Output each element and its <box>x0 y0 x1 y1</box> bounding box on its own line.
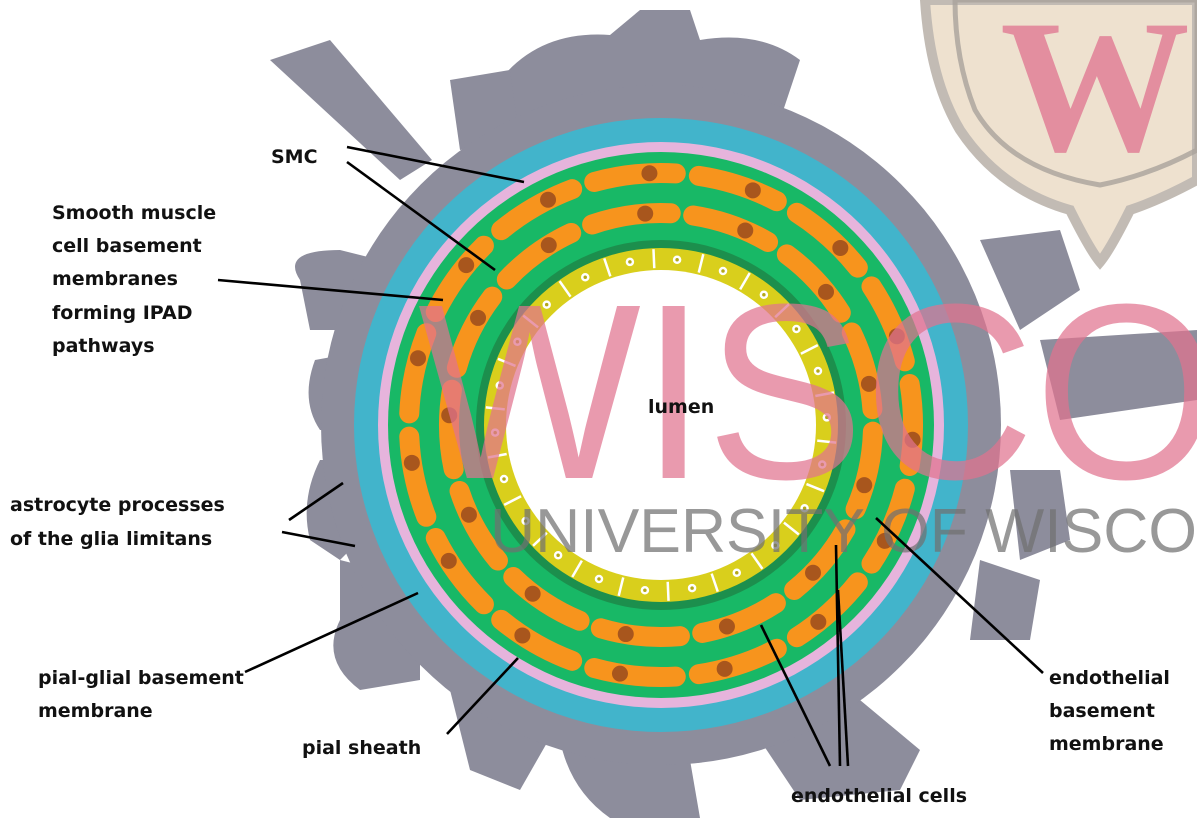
svg-text:basement: basement <box>1049 700 1155 722</box>
smc-nucleus <box>641 165 657 181</box>
svg-text:endothelial: endothelial <box>1049 667 1170 689</box>
watermark-subtitle: UNIVERSITY OF WISCO <box>490 497 1197 566</box>
smc-nucleus <box>637 206 653 222</box>
smc-nucleus <box>737 222 753 238</box>
smc-nucleus <box>525 586 541 602</box>
smc-nucleus <box>441 553 457 569</box>
label-pial-sheath: pial sheath <box>302 737 421 759</box>
label-smooth-muscle-bm: Smooth muscle cell basement membranes fo… <box>52 202 216 357</box>
smooth-muscle-cell <box>601 628 680 637</box>
smooth-muscle-cell <box>594 668 676 677</box>
svg-text:membrane: membrane <box>1049 733 1164 755</box>
label-pial-glial-bm: pial-glial basement membrane <box>38 667 244 722</box>
svg-text:pathways: pathways <box>52 335 155 357</box>
svg-text:of the glia limitans: of the glia limitans <box>10 528 212 550</box>
crest-letter: W <box>1000 0 1190 192</box>
svg-text:Smooth muscle: Smooth muscle <box>52 202 216 224</box>
endothelial-nucleus <box>734 570 740 576</box>
university-crest-logo: W <box>925 0 1197 262</box>
svg-text:cell basement: cell basement <box>52 235 202 257</box>
smooth-muscle-cell <box>592 213 671 225</box>
smc-nucleus <box>612 666 628 682</box>
smc-nucleus <box>618 626 634 642</box>
svg-text:astrocyte processes: astrocyte processes <box>10 494 225 516</box>
endothelial-nucleus <box>642 587 648 593</box>
svg-text:forming IPAD: forming IPAD <box>52 302 192 324</box>
smc-nucleus <box>745 182 761 198</box>
smc-nucleus <box>810 614 826 630</box>
endothelial-junction <box>668 582 669 601</box>
smc-nucleus <box>717 661 733 677</box>
smooth-muscle-cell <box>594 173 676 182</box>
label-smc: SMC <box>271 146 318 168</box>
endothelial-nucleus <box>689 585 695 591</box>
smc-nucleus <box>514 627 530 643</box>
smc-nucleus <box>719 618 735 634</box>
watermark-title: WISCO <box>418 252 1197 531</box>
smc-nucleus <box>541 237 557 253</box>
label-astrocyte-processes: astrocyte processes of the glia limitans <box>10 494 225 550</box>
label-lumen: lumen <box>648 396 714 418</box>
endothelial-nucleus <box>596 576 602 582</box>
label-endothelial-cells: endothelial cells <box>791 785 967 807</box>
smc-nucleus <box>540 192 556 208</box>
svg-text:pial-glial basement: pial-glial basement <box>38 667 244 689</box>
svg-text:membrane: membrane <box>38 700 153 722</box>
smc-nucleus <box>805 565 821 581</box>
label-endothelial-bm: endothelial basement membrane <box>1049 667 1170 755</box>
svg-text:membranes: membranes <box>52 268 178 290</box>
